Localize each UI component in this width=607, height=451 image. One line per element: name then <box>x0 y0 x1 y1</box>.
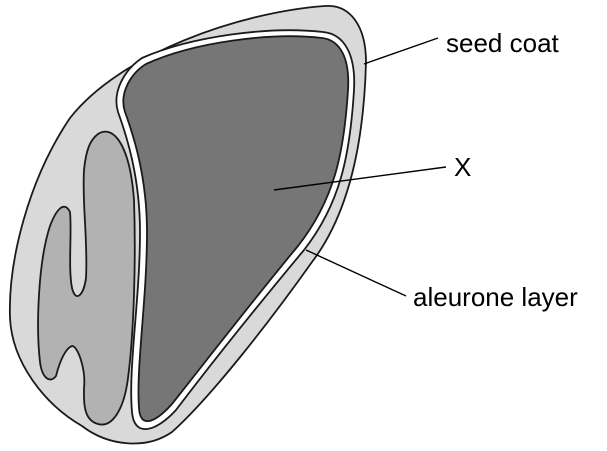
x-label: X <box>454 152 471 182</box>
aleurone-leader-line <box>306 250 406 296</box>
seed-coat-leader-line <box>364 38 438 64</box>
seed-coat-label: seed coat <box>446 28 560 58</box>
aleurone-layer-label: aleurone layer <box>413 282 578 312</box>
